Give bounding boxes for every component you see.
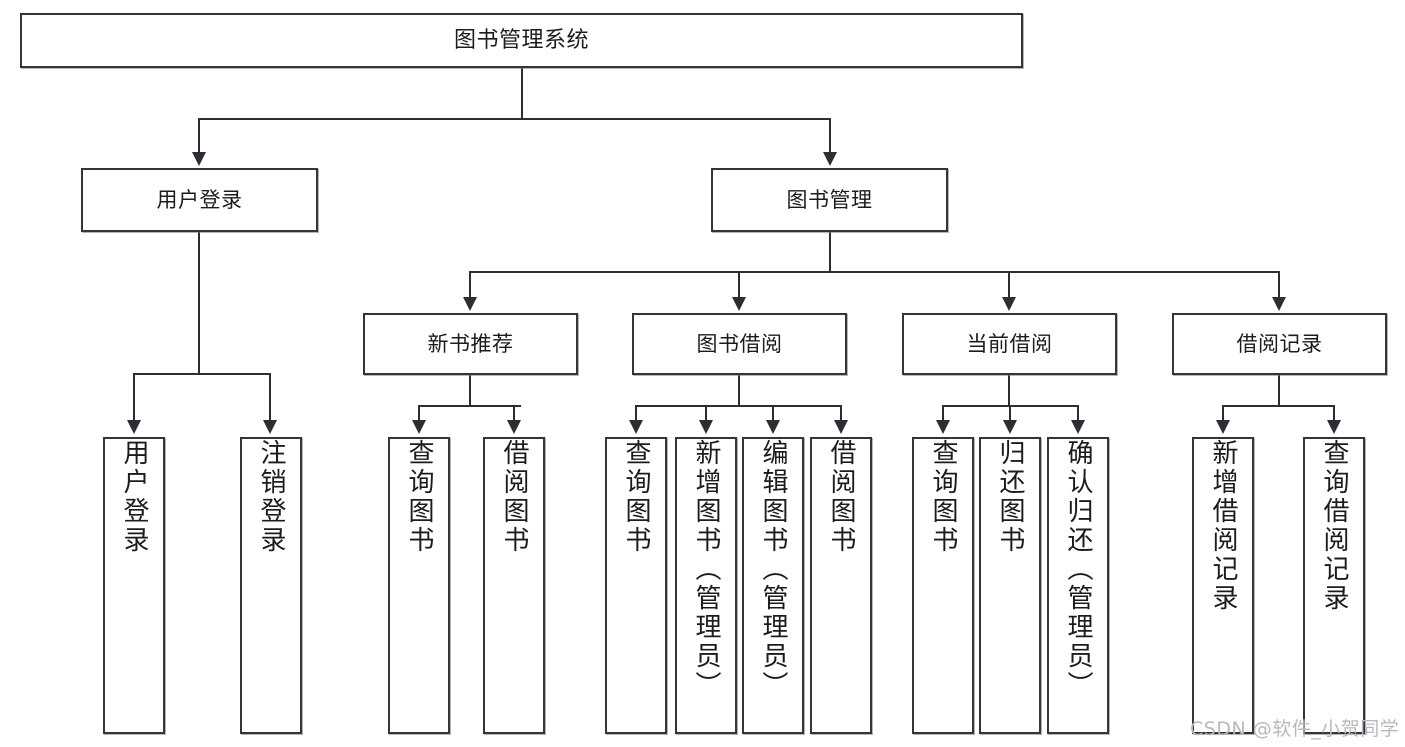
connector-book-management-stem: [829, 232, 831, 271]
leaf-borrow-book-1[interactable]: 借阅图书: [483, 437, 545, 734]
leaf-user-login[interactable]: 用户登录: [103, 437, 165, 734]
arrow-current-borrow-to-leaf-2: [1003, 420, 1017, 434]
arrow-new-book-to-leaf-1: [412, 420, 426, 434]
connector-current-borrow-to-leaf-2: [1009, 405, 1011, 422]
connector-root-to-user-login: [198, 118, 200, 154]
node-label: 查询图书: [928, 439, 958, 555]
watermark-text: CSDN @软件_小贺同学: [1190, 718, 1400, 740]
leaf-confirm-return[interactable]: 确认归还（管理员）: [1047, 437, 1109, 734]
connector-new-book-to-leaf-2: [513, 405, 515, 422]
node-book-management[interactable]: 图书管理: [711, 168, 948, 232]
connector-book-borrow-to-leaf-3: [772, 405, 774, 422]
arrow-root-to-user-login: [192, 152, 206, 166]
connector-book-borrow-to-leaf-2: [705, 405, 707, 422]
node-label: 新增借阅记录: [1208, 439, 1238, 613]
connector-bm-to-book-borrow: [738, 271, 740, 299]
connector-user-login-to-leaf-1: [133, 373, 135, 422]
connector-bm-to-new-book: [469, 271, 471, 299]
connector-borrow-record-to-leaf-1: [1222, 405, 1224, 422]
node-label: 注销登录: [256, 439, 286, 555]
leaf-add-record[interactable]: 新增借阅记录: [1192, 437, 1254, 734]
connector-book-borrow-to-leaf-4: [840, 405, 842, 422]
arrow-book-borrow-to-leaf-1: [629, 420, 643, 434]
arrow-user-login-to-leaf-1: [127, 420, 141, 434]
node-label: 借阅图书: [826, 439, 856, 555]
arrow-root-to-book-management: [823, 152, 837, 166]
node-label: 查询图书: [404, 439, 434, 555]
node-label: 查询借阅记录: [1319, 439, 1349, 613]
node-label: 查询图书: [621, 439, 651, 555]
node-label: 编辑图书（管理员）: [758, 439, 788, 700]
node-new-book-recommend[interactable]: 新书推荐: [363, 313, 578, 375]
arrow-book-borrow-to-leaf-2: [699, 420, 713, 434]
connector-bm-to-current-borrow: [1008, 271, 1010, 299]
arrow-borrow-record-to-leaf-1: [1216, 420, 1230, 434]
node-label: 当前借阅: [966, 331, 1053, 356]
connector-root-stem: [521, 68, 523, 118]
leaf-query-book-2[interactable]: 查询图书: [605, 437, 667, 734]
connector-borrow-record-to-leaf-2: [1333, 405, 1335, 422]
connector-user-login-stem: [198, 232, 200, 373]
connector-current-borrow-to-leaf-3: [1077, 405, 1079, 422]
connector-user-login-bus: [133, 373, 269, 375]
leaf-return-book[interactable]: 归还图书: [979, 437, 1041, 734]
arrow-bm-to-borrow-record: [1272, 297, 1286, 311]
node-root-system[interactable]: 图书管理系统: [20, 13, 1023, 68]
connector-book-borrow-to-leaf-1: [635, 405, 637, 422]
connector-root-to-book-management: [829, 118, 831, 154]
arrow-user-login-to-leaf-2: [263, 420, 277, 434]
connector-new-book-to-leaf-1: [418, 405, 420, 422]
connector-root-bus: [198, 118, 831, 120]
connector-current-borrow-to-leaf-1: [942, 405, 944, 422]
node-label: 新增图书（管理员）: [691, 439, 721, 700]
node-user-login[interactable]: 用户登录: [81, 168, 318, 232]
arrow-book-borrow-to-leaf-4: [834, 420, 848, 434]
leaf-edit-book[interactable]: 编辑图书（管理员）: [742, 437, 804, 734]
node-label: 用户登录: [119, 439, 149, 555]
connector-user-login-to-leaf-2: [269, 373, 271, 422]
connector-borrow-record-bus: [1222, 405, 1335, 407]
node-label: 用户登录: [156, 187, 243, 212]
arrow-bm-to-current-borrow: [1002, 297, 1016, 311]
arrow-borrow-record-to-leaf-2: [1327, 420, 1341, 434]
node-label: 借阅图书: [499, 439, 529, 555]
node-label: 确认归还（管理员）: [1063, 439, 1093, 700]
leaf-query-book-1[interactable]: 查询图书: [388, 437, 450, 734]
connector-new-book-stem: [469, 375, 471, 405]
leaf-borrow-book-2[interactable]: 借阅图书: [810, 437, 872, 734]
arrow-book-borrow-to-leaf-3: [766, 420, 780, 434]
node-label: 新书推荐: [427, 331, 514, 356]
node-borrow-record[interactable]: 借阅记录: [1172, 313, 1387, 375]
arrow-current-borrow-to-leaf-3: [1071, 420, 1085, 434]
node-label: 归还图书: [995, 439, 1025, 555]
node-label: 借阅记录: [1236, 331, 1323, 356]
node-label: 图书管理: [786, 187, 873, 212]
leaf-query-record[interactable]: 查询借阅记录: [1303, 437, 1365, 734]
connector-book-borrow-stem: [738, 375, 740, 405]
connector-book-borrow-bus: [635, 405, 842, 407]
node-label: 图书管理系统: [453, 27, 589, 53]
node-book-borrow[interactable]: 图书借阅: [632, 313, 847, 375]
connector-current-borrow-stem: [1008, 375, 1010, 405]
arrow-new-book-to-leaf-2: [507, 420, 521, 434]
leaf-user-logout[interactable]: 注销登录: [240, 437, 302, 734]
connector-borrow-record-stem: [1278, 375, 1280, 405]
arrow-bm-to-new-book: [463, 297, 477, 311]
node-current-borrow[interactable]: 当前借阅: [902, 313, 1117, 375]
leaf-query-book-3[interactable]: 查询图书: [912, 437, 974, 734]
connector-bm-to-borrow-record: [1278, 271, 1280, 299]
arrow-bm-to-book-borrow: [732, 297, 746, 311]
connector-book-management-bus: [469, 271, 1280, 273]
connector-new-book-bus: [418, 405, 521, 407]
leaf-add-book[interactable]: 新增图书（管理员）: [675, 437, 737, 734]
node-label: 图书借阅: [696, 331, 783, 356]
arrow-current-borrow-to-leaf-1: [936, 420, 950, 434]
